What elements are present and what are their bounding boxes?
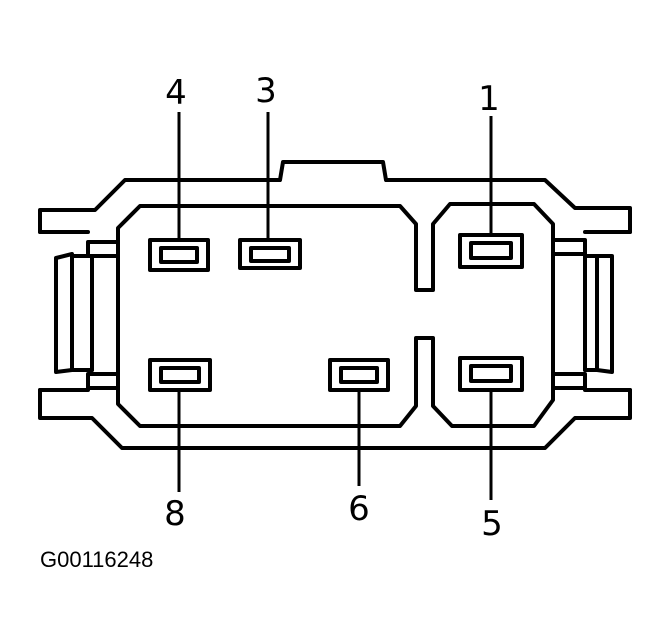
connector-bottom-flange (38, 388, 632, 450)
left-latch (38, 230, 120, 392)
terminal-4 (148, 238, 210, 272)
terminal-3 (238, 238, 302, 270)
figure-id: G00116248 (40, 547, 153, 572)
pin-label-6: 6 (348, 489, 370, 529)
pin-label-8: 8 (164, 494, 186, 534)
right-latch (551, 230, 632, 392)
connector-inner-cavity (116, 202, 555, 428)
pin-label-5: 5 (481, 504, 503, 544)
connector-top-flange (38, 160, 632, 234)
pin-label-4: 4 (165, 73, 187, 113)
terminal-6 (328, 358, 390, 392)
pin-label-3: 3 (255, 71, 277, 111)
pin-label-1: 1 (478, 79, 500, 119)
